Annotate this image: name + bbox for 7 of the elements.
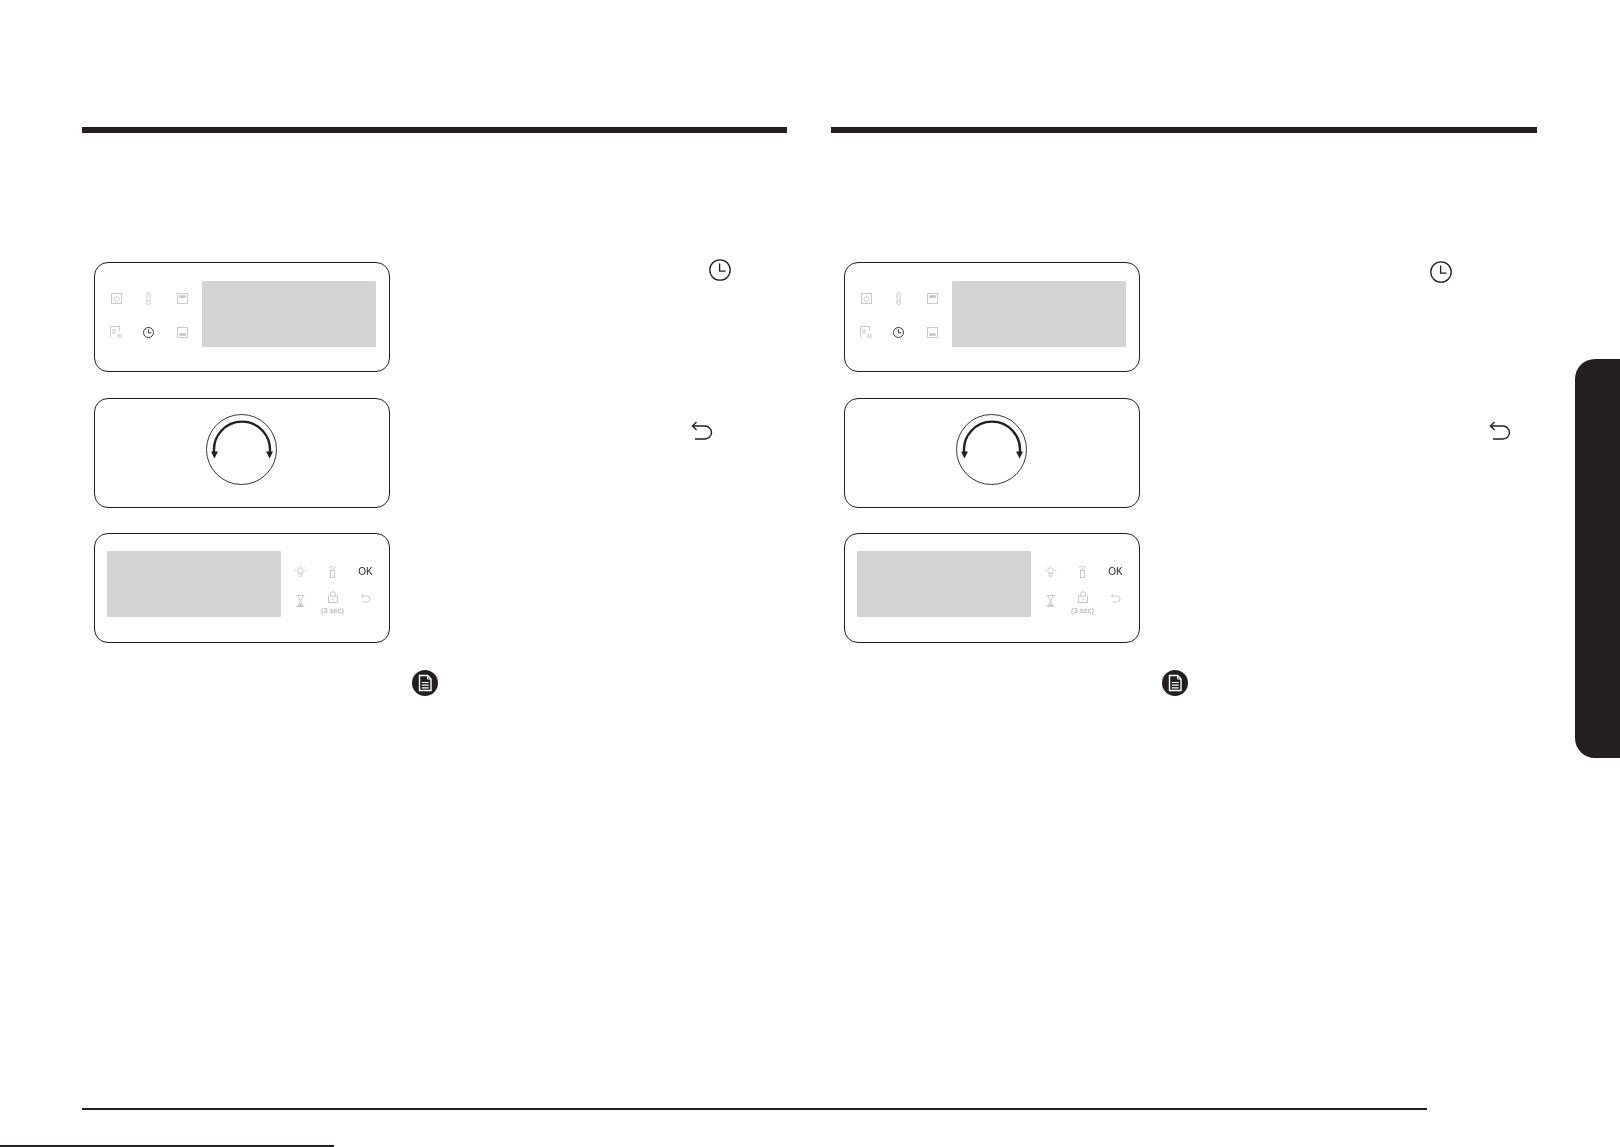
display-screen <box>952 281 1126 347</box>
display-screen <box>202 281 376 347</box>
ok-label: OK <box>358 566 373 577</box>
display-screen <box>857 551 1031 617</box>
ok-label: OK <box>1108 566 1123 577</box>
display-screen <box>107 551 281 617</box>
section-tab <box>1575 359 1620 758</box>
